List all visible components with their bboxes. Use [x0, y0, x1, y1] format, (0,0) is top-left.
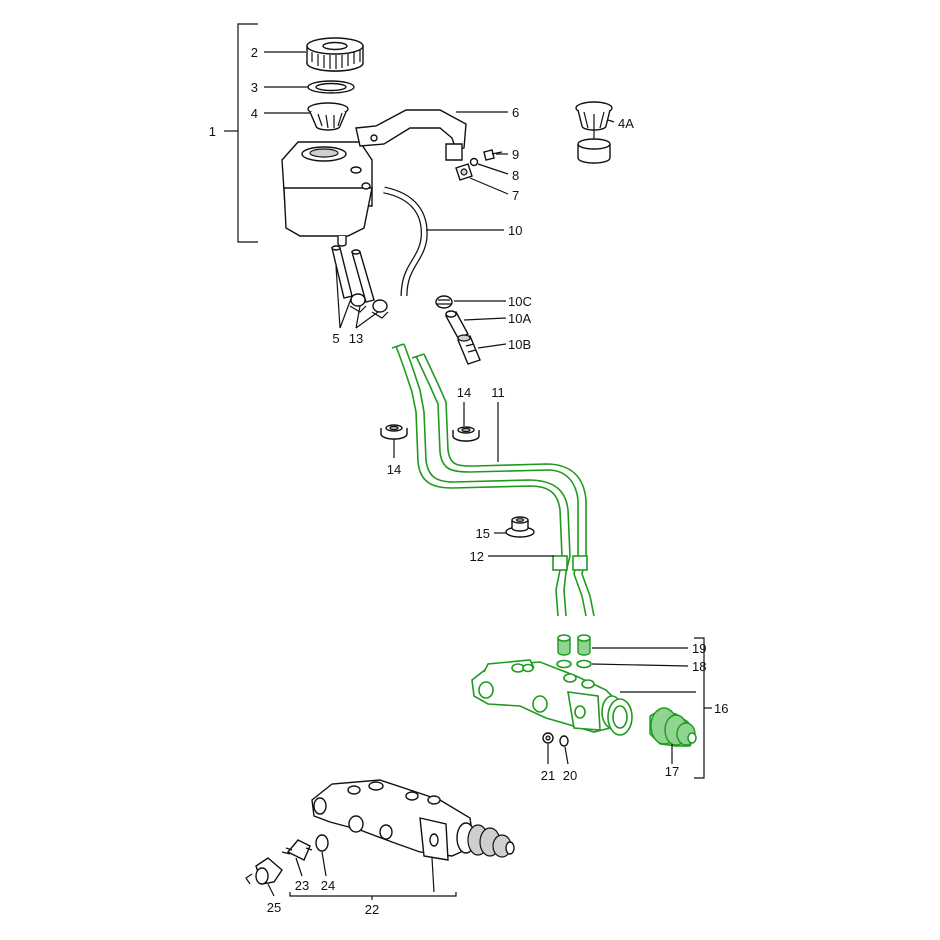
- reservoir-cap: [306, 37, 364, 72]
- callout-2: 2: [251, 45, 258, 60]
- bracket-screw: [483, 149, 503, 161]
- callout-5: 5: [332, 331, 339, 346]
- brake-line-front: [391, 343, 571, 617]
- group-22-bracket: [289, 857, 457, 900]
- callout-6: 6: [512, 105, 519, 120]
- group-16-bracket: [694, 637, 712, 779]
- callout-10c: 10C: [508, 294, 532, 309]
- callout-10a: 10A: [508, 311, 531, 326]
- hose-clamps: [349, 293, 389, 319]
- cylinder-mount-washer: [559, 735, 569, 747]
- fitting-nipple: [457, 334, 481, 365]
- tandem-master-cylinder: [471, 659, 633, 736]
- callout-12: 12: [470, 549, 484, 564]
- brake-line-rear: [411, 353, 595, 617]
- switch-sealing-ring: [315, 834, 329, 852]
- callout-21: 21: [541, 768, 555, 783]
- brake-fluid-reservoir: [281, 141, 373, 247]
- seal-rings: [556, 659, 592, 669]
- clamp-nut: [455, 163, 473, 181]
- brake-line-sleeves: [552, 555, 588, 571]
- callout-14-upper: 14: [457, 385, 471, 400]
- line-grommet: [505, 516, 535, 538]
- master-cylinder-variant: [311, 779, 515, 861]
- callout-4: 4: [251, 106, 258, 121]
- dust-boot: [649, 707, 697, 747]
- callout-8: 8: [512, 168, 519, 183]
- callout-4a: 4A: [618, 116, 634, 131]
- reservoir-strainer: [307, 102, 349, 131]
- grommet-left: [380, 424, 408, 440]
- callout-labels: 1 2 3 4 4A 6 9 8 7 10 5 13 10C 10A 10B 1…: [209, 45, 729, 917]
- reservoir-seals: [557, 634, 591, 656]
- reservoir-mounting-bracket: [355, 109, 467, 161]
- stop-light-switch: [281, 839, 313, 861]
- callout-25: 25: [267, 900, 281, 915]
- group-1-bracket: [224, 23, 258, 243]
- strainer-with-filter: [575, 101, 613, 164]
- callout-18: 18: [692, 659, 706, 674]
- callout-19: 19: [692, 641, 706, 656]
- callout-1: 1: [209, 124, 216, 139]
- callout-3: 3: [251, 80, 258, 95]
- callout-20: 20: [563, 768, 577, 783]
- callout-24: 24: [321, 878, 335, 893]
- callout-14-lower: 14: [387, 462, 401, 477]
- leader-lines: [264, 51, 696, 897]
- fitting-sleeve: [445, 310, 469, 339]
- callout-10b: 10B: [508, 337, 531, 352]
- callout-7: 7: [512, 188, 519, 203]
- lock-washer: [469, 157, 479, 167]
- callout-10: 10: [508, 223, 522, 238]
- return-hose: [383, 186, 428, 297]
- cylinder-mount-nut: [542, 732, 554, 744]
- callout-17: 17: [665, 764, 679, 779]
- reservoir-washer: [307, 80, 355, 94]
- callout-22: 22: [365, 902, 379, 917]
- callout-16: 16: [714, 701, 728, 716]
- callout-9: 9: [512, 147, 519, 162]
- callout-11: 11: [491, 385, 505, 400]
- grommet-right: [452, 426, 480, 442]
- callout-13: 13: [349, 331, 363, 346]
- fitting-cap: [435, 295, 453, 309]
- brake-light-switch-connector: [245, 857, 283, 885]
- callout-23: 23: [295, 878, 309, 893]
- callout-15: 15: [476, 526, 490, 541]
